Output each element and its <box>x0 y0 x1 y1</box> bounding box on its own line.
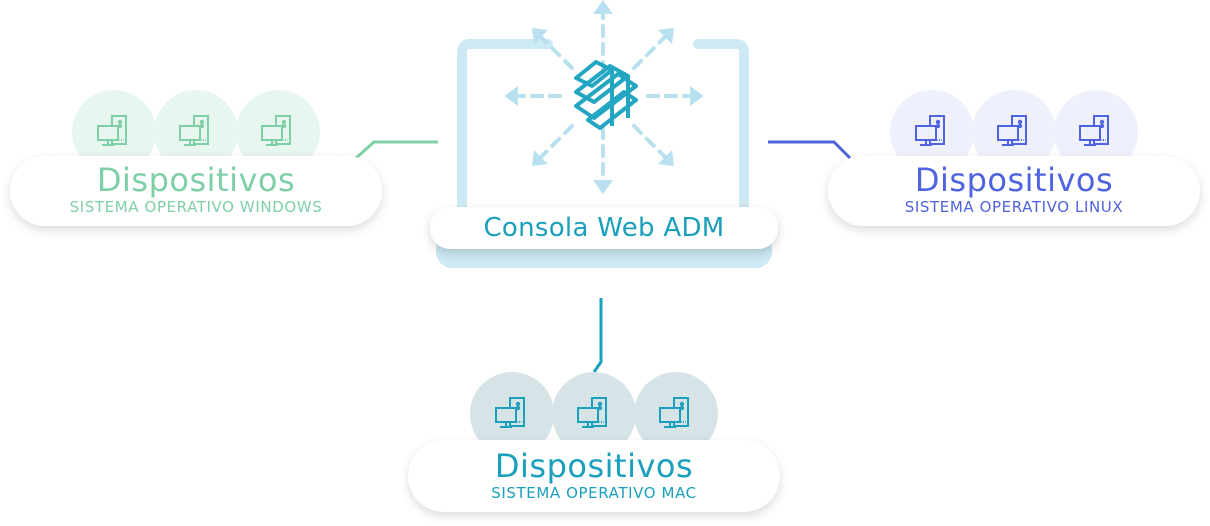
windows-subtitle: SISTEMA OPERATIVO WINDOWS <box>69 198 323 216</box>
desktop-computer-icon <box>97 115 127 146</box>
connector-linux <box>768 140 852 160</box>
desktop-computer-icon <box>1079 115 1109 146</box>
linux-subtitle: SISTEMA OPERATIVO LINUX <box>904 198 1124 216</box>
desktop-computer-icon <box>659 397 689 428</box>
desktop-computer-icon <box>997 115 1027 146</box>
windows-title: Dispositivos <box>96 161 296 199</box>
windows-devices-card: Dispositivos SISTEMA OPERATIVO WINDOWS <box>10 156 382 226</box>
console-label: Consola Web ADM <box>483 213 725 243</box>
connector-windows <box>355 140 438 160</box>
adm-logo-icon <box>574 60 638 130</box>
console-frame <box>457 39 749 215</box>
broadcast-arrows <box>510 8 698 188</box>
mac-title: Dispositivos <box>494 447 694 485</box>
desktop-computer-icon <box>915 115 945 146</box>
desktop-computer-icon <box>495 397 525 428</box>
linux-devices-card: Dispositivos SISTEMA OPERATIVO LINUX <box>828 156 1200 226</box>
desktop-computer-icon <box>577 397 607 428</box>
console-web-adm-card: Consola Web ADM <box>430 207 778 249</box>
desktop-computer-icon <box>179 115 209 146</box>
linux-title: Dispositivos <box>914 161 1114 199</box>
mac-devices-card: Dispositivos SISTEMA OPERATIVO MAC <box>408 440 780 512</box>
mac-subtitle: SISTEMA OPERATIVO MAC <box>491 484 697 502</box>
desktop-computer-icon <box>261 115 291 146</box>
connector-mac <box>592 298 603 373</box>
arrow-heads <box>504 0 704 194</box>
